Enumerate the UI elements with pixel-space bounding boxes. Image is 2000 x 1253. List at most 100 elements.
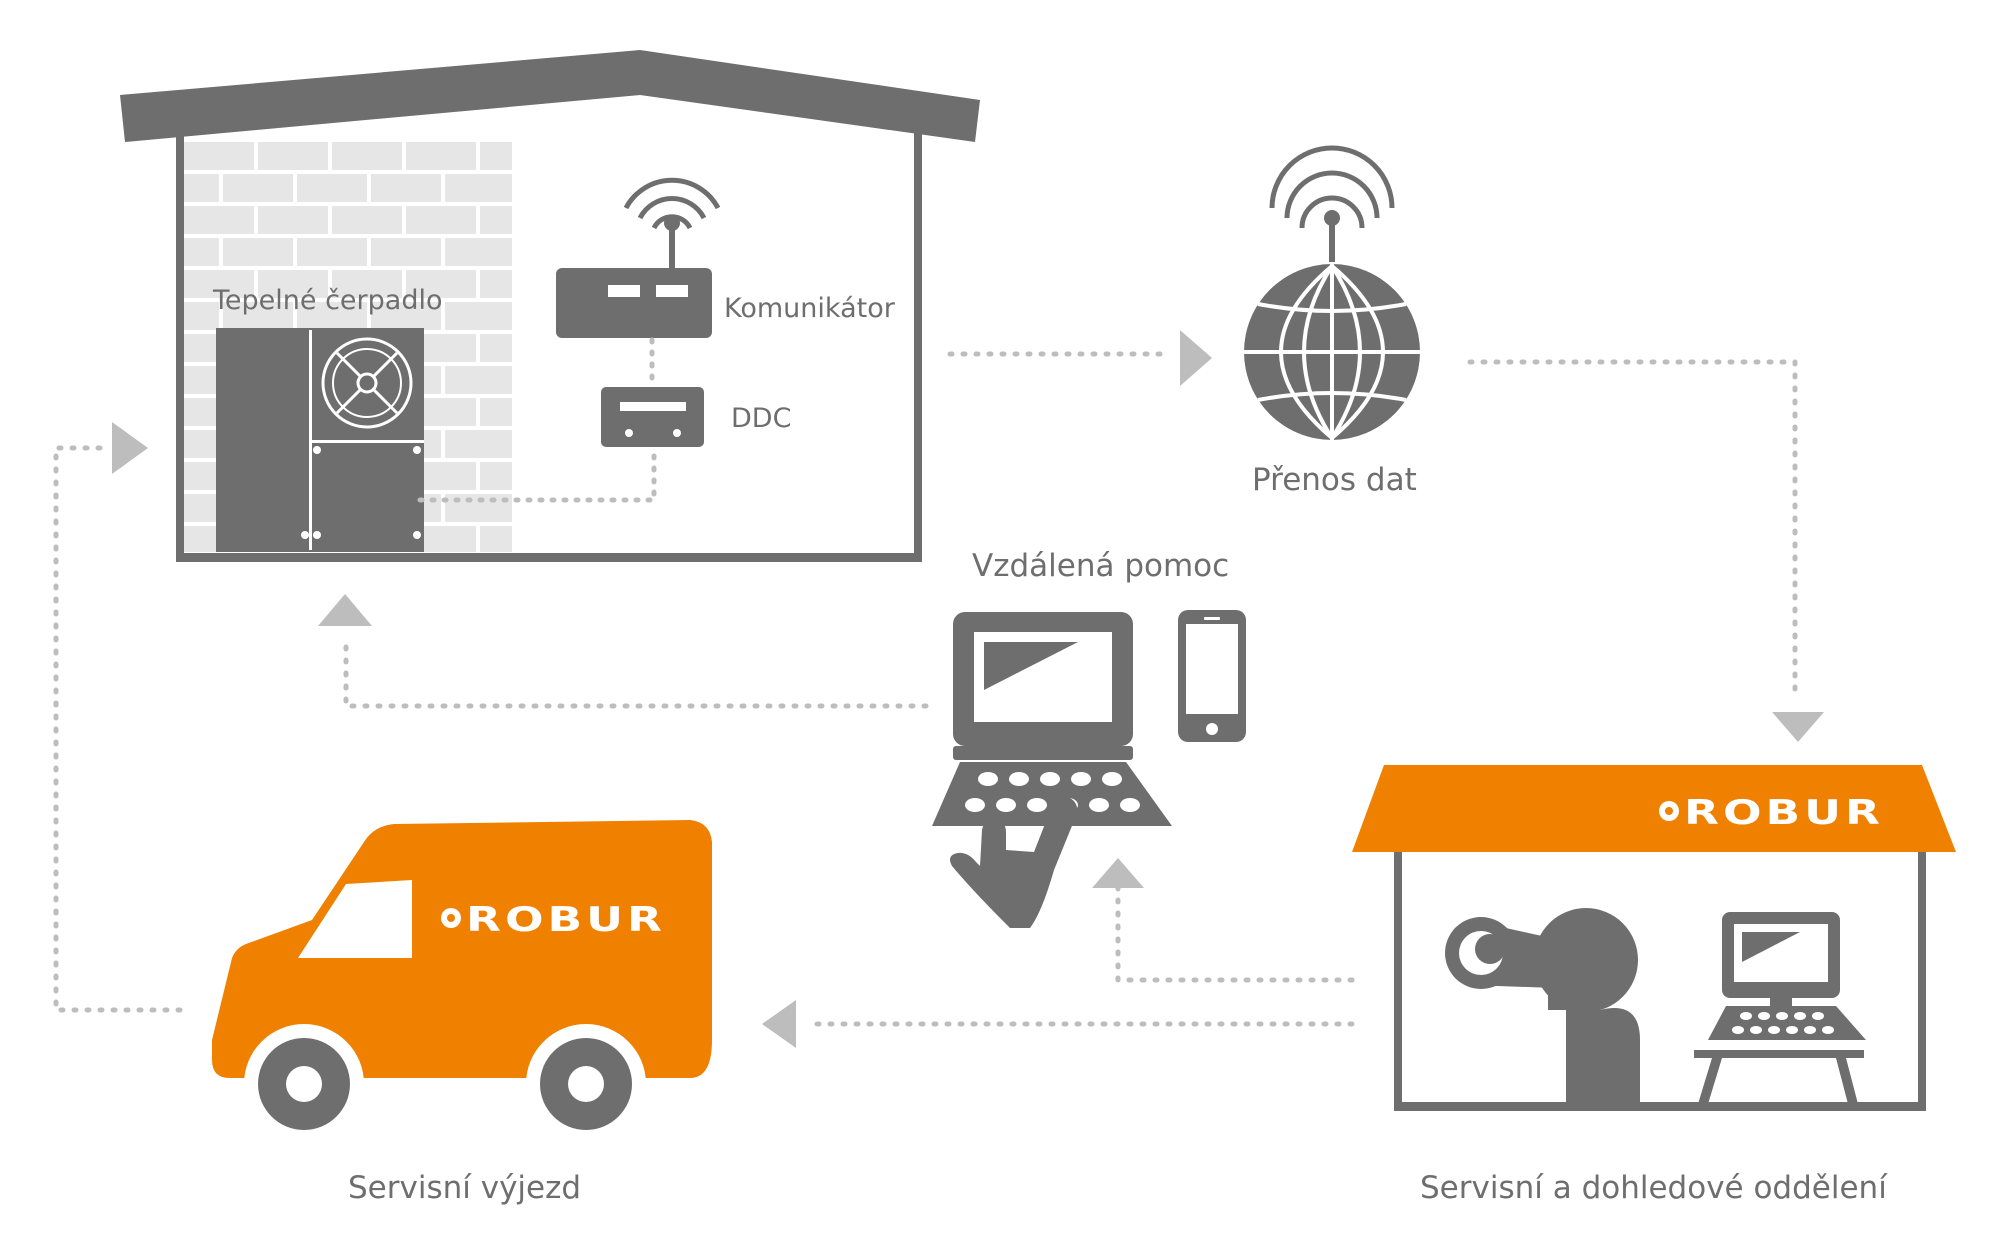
brick [371, 238, 441, 266]
arrow-icon [1180, 330, 1212, 386]
brick [480, 142, 512, 170]
arrow-icon [318, 594, 372, 626]
brick [184, 206, 254, 234]
house-wall-right [914, 128, 922, 560]
brick [445, 174, 512, 202]
robur-logo-text: ROBUR [1684, 793, 1884, 833]
keyboard-key [965, 798, 985, 812]
brick [184, 142, 254, 170]
keyboard-key [1776, 1012, 1788, 1020]
brick [480, 398, 512, 426]
brick [297, 302, 367, 330]
keyboard-key [1009, 772, 1029, 786]
brick [406, 270, 476, 298]
brick [371, 174, 441, 202]
keyboard-key [1120, 798, 1140, 812]
router-icon [556, 177, 721, 338]
brick [480, 462, 512, 490]
connector-remote-house [343, 637, 929, 709]
robur-logo-text: ROBUR [466, 900, 666, 940]
wifi-icon [1269, 145, 1395, 229]
fan-icon [321, 337, 413, 429]
pointing-hand-icon [950, 797, 1078, 928]
internal-connection [417, 337, 657, 503]
heat-pump-label: Tepelné čerpadlo [212, 285, 442, 316]
keyboard-key [1040, 772, 1060, 786]
robur-logo: ROBUR [441, 900, 666, 940]
computer-icon [953, 612, 1133, 760]
remote-help-label: Vzdálená pomoc [972, 548, 1229, 584]
shop-awning [1352, 765, 1956, 852]
brick [332, 142, 402, 170]
keyboard-key [1822, 1026, 1834, 1034]
keyboard-key [1768, 1026, 1780, 1034]
brick [332, 270, 402, 298]
flow-arrows [112, 330, 1824, 1048]
keyboard-key [1804, 1026, 1816, 1034]
arrow-icon [762, 1000, 796, 1048]
brick [258, 206, 328, 234]
keyboard-key [978, 772, 998, 786]
brick [445, 302, 512, 330]
connector-van-house [53, 445, 183, 1013]
brick [184, 270, 254, 298]
communicator-label: Komunikátor [724, 293, 896, 324]
brick [184, 494, 219, 522]
arrow-icon [112, 422, 148, 474]
brick [445, 238, 512, 266]
ddc-label: DDC [731, 403, 791, 434]
keyboard-key [1750, 1026, 1762, 1034]
connector-department-remote [1115, 881, 1355, 983]
brick [480, 334, 512, 362]
brick [297, 174, 367, 202]
computer-icon [1694, 912, 1866, 1104]
brick [223, 174, 293, 202]
flow-connectors [53, 351, 1798, 1027]
brick [480, 206, 512, 234]
brick [223, 302, 293, 330]
brick [184, 430, 219, 458]
connector-globe-department [1467, 359, 1798, 703]
brick [445, 430, 512, 458]
brick [258, 142, 328, 170]
service-department-label: Servisní a dohledové oddělení [1420, 1170, 1888, 1206]
keyboard-icon [932, 762, 1172, 826]
keyboard-key [1071, 772, 1091, 786]
smartphone-icon [1178, 610, 1246, 742]
brick [480, 526, 512, 552]
keyboard-key [1794, 1012, 1806, 1020]
keyboard-key [1758, 1012, 1770, 1020]
keyboard-key [996, 798, 1016, 812]
service-shop-icon: ROBUR [1352, 765, 1956, 1111]
telescope-person-icon [1445, 908, 1640, 1102]
brick [480, 270, 512, 298]
keyboard-key [1102, 772, 1122, 786]
brick [297, 238, 367, 266]
brick [406, 142, 476, 170]
brick [371, 302, 441, 330]
ddc-controller-icon [601, 387, 704, 447]
keyboard-key [1027, 798, 1047, 812]
brick [445, 366, 512, 394]
robur-logo: ROBUR [1659, 793, 1884, 833]
heat-pump-icon [216, 328, 424, 552]
house-roof [120, 50, 980, 142]
globe-icon [1244, 145, 1420, 440]
data-transfer-label: Přenos dat [1252, 462, 1417, 498]
arrow-icon [1772, 712, 1824, 742]
van-icon: ROBUR [212, 820, 712, 1144]
keyboard-key [1089, 798, 1109, 812]
brick [406, 206, 476, 234]
service-trip-label: Servisní výjezd [348, 1170, 581, 1206]
arrow-icon [1092, 858, 1144, 888]
brick [332, 206, 402, 234]
brick [184, 302, 219, 330]
house-wall-left [176, 128, 184, 560]
keyboard-key [1786, 1026, 1798, 1034]
keyboard-key [1732, 1026, 1744, 1034]
brick [258, 270, 328, 298]
keyboard-key [1740, 1012, 1752, 1020]
house-floor [176, 553, 922, 562]
brick [184, 366, 219, 394]
